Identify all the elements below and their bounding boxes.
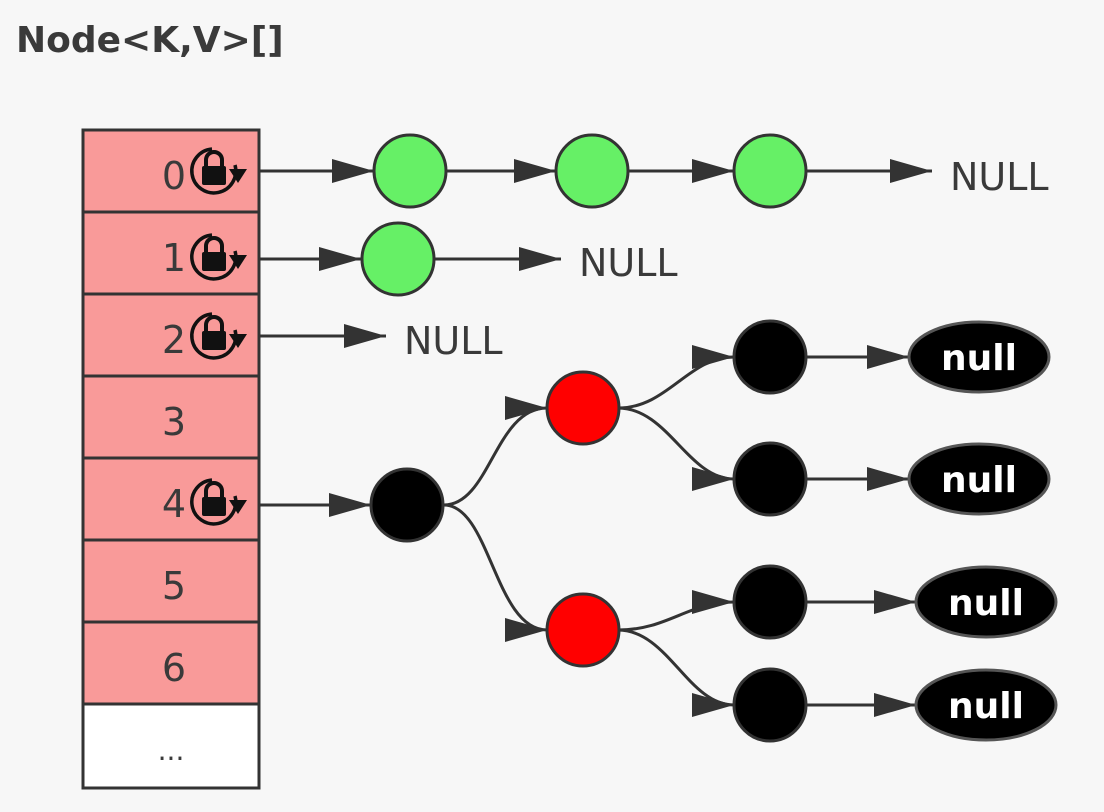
- bucket-index: 2: [162, 318, 186, 362]
- arrow-head: [692, 467, 734, 491]
- bucket-4: 4: [81, 456, 261, 542]
- tree-node-black: [369, 467, 445, 543]
- array-type-title: Node<K,V>[]: [16, 20, 284, 61]
- null-leaf-label: null: [948, 686, 1024, 727]
- null-leaf-shape: [914, 668, 1058, 742]
- arrow-head: [505, 618, 547, 642]
- arrow-head: [692, 590, 734, 614]
- null-leaf-label: null: [941, 460, 1017, 501]
- tree-branch: [617, 628, 735, 707]
- bucket-cell: [81, 702, 261, 790]
- linked-list-nodes: [360, 133, 808, 297]
- tree-branch: [443, 406, 548, 507]
- bucket-index: 0: [162, 154, 186, 198]
- tree-node-black: [732, 441, 808, 517]
- lock-rotate-icon: [190, 312, 247, 360]
- null-leaf-label: null: [948, 583, 1024, 624]
- tree-node-black: [732, 564, 808, 640]
- null-leaf-shape: [907, 442, 1051, 516]
- bucket-cell: [81, 620, 261, 706]
- arrow-head: [692, 159, 734, 183]
- null-leaf-shape: [907, 320, 1051, 394]
- null-leaf-shape: [914, 565, 1058, 639]
- arrow-head: [519, 247, 561, 271]
- tree-nodes: [369, 319, 808, 743]
- null-leaf: null: [914, 668, 1058, 742]
- null-leaf: null: [914, 565, 1058, 639]
- arrow-head: [867, 345, 909, 369]
- bucket-6: 6: [81, 620, 261, 706]
- lock-rotate-icon: [190, 478, 247, 526]
- null-leaves: null null null null: [907, 320, 1058, 742]
- null-label: NULL: [950, 155, 1049, 199]
- bucket-2: 2: [81, 292, 261, 378]
- arrow-head: [867, 467, 909, 491]
- bucket-cell: [81, 538, 261, 624]
- null-label: NULL: [579, 241, 678, 285]
- bucket-5: 5: [81, 538, 261, 624]
- arrow-head: [505, 396, 547, 420]
- bucket-index: 4: [162, 482, 186, 526]
- tree-node-black: [732, 319, 808, 395]
- bucket-cell: [81, 128, 261, 214]
- bucket-cell: [81, 374, 261, 460]
- bucket-array: 0 1 2: [81, 128, 261, 790]
- tree-node-black: [732, 667, 808, 743]
- arrow-head: [514, 159, 556, 183]
- list-node: [372, 133, 448, 209]
- bucket-0: 0: [81, 128, 261, 214]
- lock-rotate-icon: [190, 233, 247, 281]
- null-label: NULL: [404, 319, 503, 363]
- lock-rotate-icon: [190, 147, 247, 195]
- bucket-cell: [81, 456, 261, 542]
- tree-branch: [443, 503, 548, 632]
- arrow-head: [344, 324, 386, 348]
- tree-node-red: [545, 370, 621, 446]
- arrow-head: [692, 345, 734, 369]
- arrow-head: [874, 693, 916, 717]
- arrow-head: [692, 693, 734, 717]
- bucket-index: 3: [162, 400, 186, 444]
- bucket-1: 1: [81, 210, 261, 296]
- arrow-head: [874, 590, 916, 614]
- list-node: [554, 133, 630, 209]
- tree-branch: [617, 406, 735, 481]
- tree-branch: [617, 355, 735, 410]
- null-leaf: null: [907, 320, 1051, 394]
- arrow-head: [332, 159, 374, 183]
- arrow-head: [329, 493, 371, 517]
- null-leaf: null: [907, 442, 1051, 516]
- bucket-ellipsis: ...: [81, 702, 261, 790]
- bucket-cell: [81, 210, 261, 296]
- list-node: [360, 221, 436, 297]
- bucket-index: 5: [162, 564, 186, 608]
- list-node: [732, 133, 808, 209]
- arrowheads: [319, 159, 932, 717]
- bucket-index: ...: [158, 734, 185, 767]
- bucket-3: 3: [81, 374, 261, 460]
- null-leaf-label: null: [941, 338, 1017, 379]
- arrow-head: [319, 247, 361, 271]
- tree-node-red: [545, 592, 621, 668]
- bucket-index: 1: [162, 236, 186, 280]
- bucket-index: 6: [162, 646, 186, 690]
- arrow-head: [890, 159, 932, 183]
